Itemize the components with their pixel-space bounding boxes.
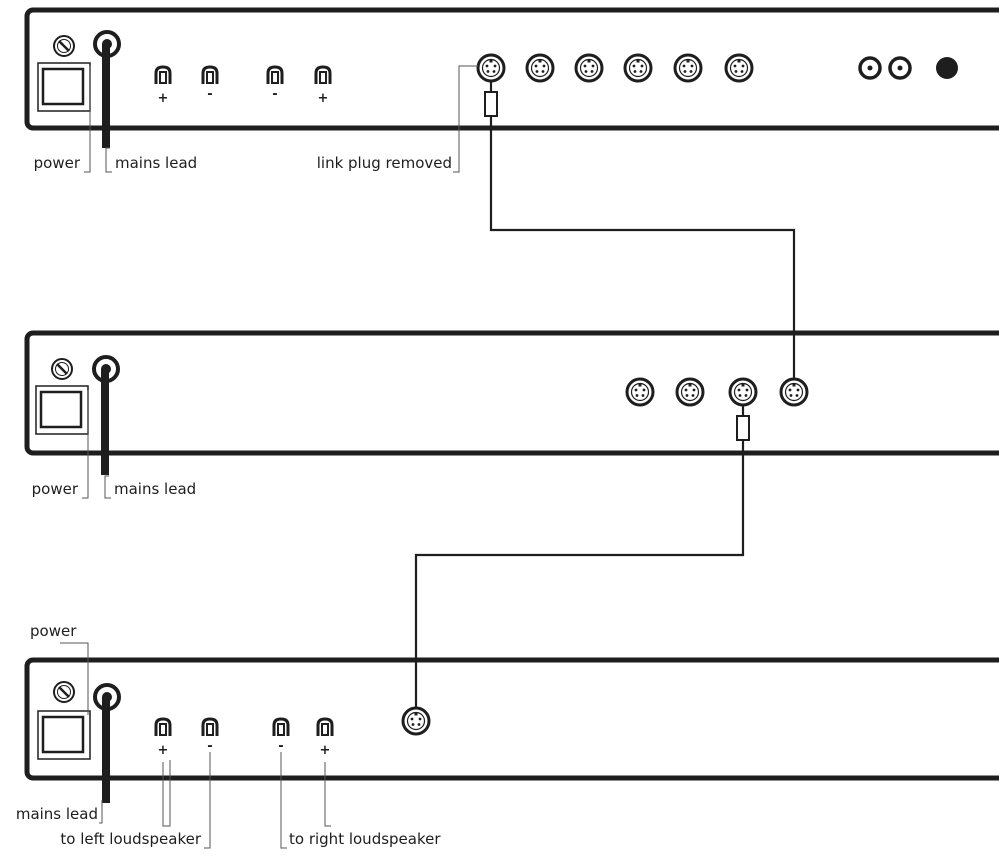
din-socket-icon[interactable] (525, 53, 555, 83)
mains-lead-cable (102, 697, 110, 803)
din-socket-icon[interactable] (673, 53, 703, 83)
din-socket-icon[interactable] (724, 53, 754, 83)
terminal-sign-minus: - (278, 739, 283, 754)
mains-lead-label: mains lead (16, 805, 98, 823)
link-plug-leader (453, 65, 478, 173)
power-label: power (34, 154, 81, 172)
link-plug-icon (736, 415, 750, 441)
power-label: power (32, 480, 79, 498)
phono-socket-icon (888, 56, 912, 80)
terminal-sign-plus: + (158, 743, 169, 758)
top-unit: + - - + power mains lead link plug remov… (24, 7, 999, 173)
interconnect-cable-2 (414, 405, 750, 708)
mains-lead-cable (102, 44, 110, 148)
terminal-sign-plus: + (158, 91, 169, 106)
terminal-sign-plus: + (318, 91, 329, 106)
fuse-icon (52, 34, 76, 58)
top-unit-panel (24, 7, 999, 131)
power-leader (84, 66, 91, 173)
terminal-sign-minus: - (207, 87, 212, 102)
terminal-sign-plus: + (320, 743, 331, 758)
left-loudspeaker-label: to left loudspeaker (60, 830, 201, 848)
power-switch-icon[interactable] (34, 384, 90, 436)
mains-lead-label: mains lead (115, 154, 197, 172)
mains-lead-leader (104, 475, 111, 499)
phono-socket-icon (858, 56, 882, 80)
indicator-icon (936, 57, 958, 79)
link-plug-removed-label: link plug removed (317, 154, 452, 172)
mains-lead-leader (105, 147, 112, 173)
din-socket-icon[interactable] (574, 53, 604, 83)
din-socket-icon[interactable] (779, 377, 809, 407)
middle-unit-panel (24, 330, 999, 456)
din-socket-icon[interactable] (728, 377, 758, 407)
power-switch-icon[interactable] (36, 61, 92, 113)
din-socket-icon[interactable] (401, 706, 431, 736)
din-socket-icon[interactable] (625, 377, 655, 407)
mains-lead-label: mains lead (114, 480, 196, 498)
left-speaker-leader (204, 752, 211, 849)
fuse-icon (50, 357, 74, 381)
right-loudspeaker-label: to right loudspeaker (289, 830, 441, 848)
bottom-unit: + - - + power mains lead to left loudspe… (16, 622, 999, 849)
left-speaker-leader (162, 760, 171, 827)
bottom-unit-panel (24, 657, 999, 781)
right-speaker-leader (324, 762, 331, 827)
interconnect-cable-1 (484, 81, 796, 379)
right-speaker-leader (280, 752, 287, 849)
power-leader (82, 390, 89, 499)
power-leader (60, 642, 89, 715)
terminal-sign-minus: - (207, 739, 212, 754)
terminal-sign-minus: - (272, 87, 277, 102)
power-switch-icon[interactable] (36, 709, 92, 761)
middle-unit: power mains lead (24, 330, 999, 499)
fuse-icon (52, 680, 76, 704)
mains-lead-cable (101, 369, 109, 475)
link-plug-icon (484, 91, 498, 117)
power-label: power (30, 622, 77, 640)
din-socket-icon[interactable] (476, 53, 506, 83)
din-socket-icon[interactable] (623, 53, 653, 83)
din-socket-icon[interactable] (675, 377, 705, 407)
mains-lead-leader (99, 800, 103, 824)
